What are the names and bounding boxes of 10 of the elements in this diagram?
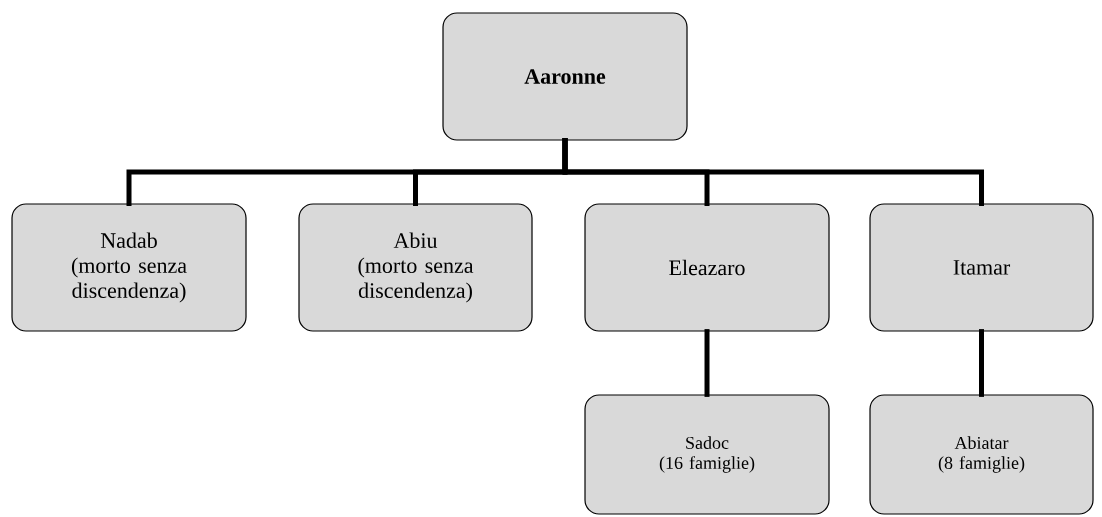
connector-line [704, 329, 710, 397]
person-box: Itamar [869, 203, 1094, 332]
person-box: Nadab (morto senza discendenza) [11, 203, 247, 332]
connector-line [979, 329, 984, 397]
connector-line [562, 138, 984, 206]
person-box: Eleazaro [584, 203, 830, 332]
person-box: Aaronne [442, 12, 688, 141]
person-box: Sadoc (16 famiglie) [584, 394, 830, 515]
person-box: Abiu (morto senza discendenza) [298, 203, 533, 332]
person-box: Abiatar (8 famiglie) [869, 394, 1094, 515]
